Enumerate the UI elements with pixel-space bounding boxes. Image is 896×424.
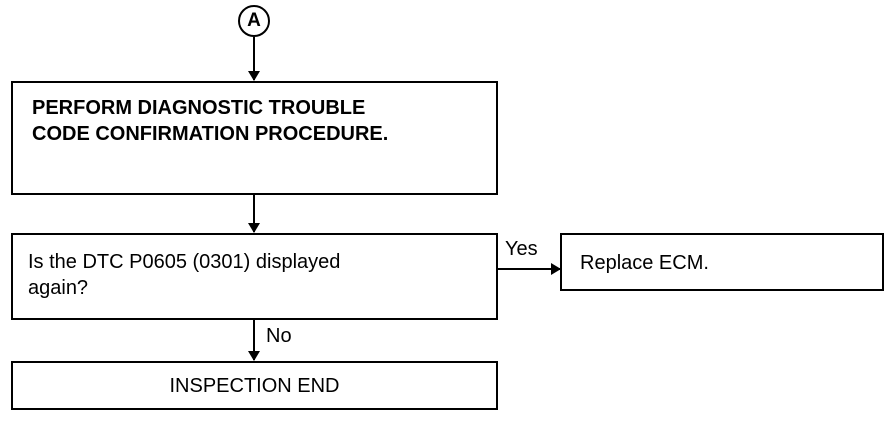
- step-question-dtc-displayed: Is the DTC P0605 (0301) displayed again?: [11, 233, 498, 320]
- step-replace-text: Replace ECM.: [580, 252, 709, 274]
- step-perform-dtc-procedure: PERFORM DIAGNOSTIC TROUBLE CODE CONFIRMA…: [11, 81, 498, 195]
- step-perform-line-2: CODE CONFIRMATION PROCEDURE.: [32, 123, 389, 145]
- step-perform-line-1: PERFORM DIAGNOSTIC TROUBLE: [32, 97, 366, 119]
- edge-label-yes: Yes: [505, 238, 538, 260]
- step-question-line-1: Is the DTC P0605 (0301) displayed: [28, 251, 341, 273]
- step-replace-ecm: Replace ECM.: [560, 233, 884, 291]
- step-question-line-2: again?: [28, 277, 89, 299]
- edge-label-no: No: [266, 325, 292, 347]
- step-inspection-end: INSPECTION END: [11, 361, 498, 410]
- connector-a: A: [238, 5, 270, 37]
- connector-label: A: [247, 10, 261, 31]
- step-end-text: INSPECTION END: [169, 375, 340, 397]
